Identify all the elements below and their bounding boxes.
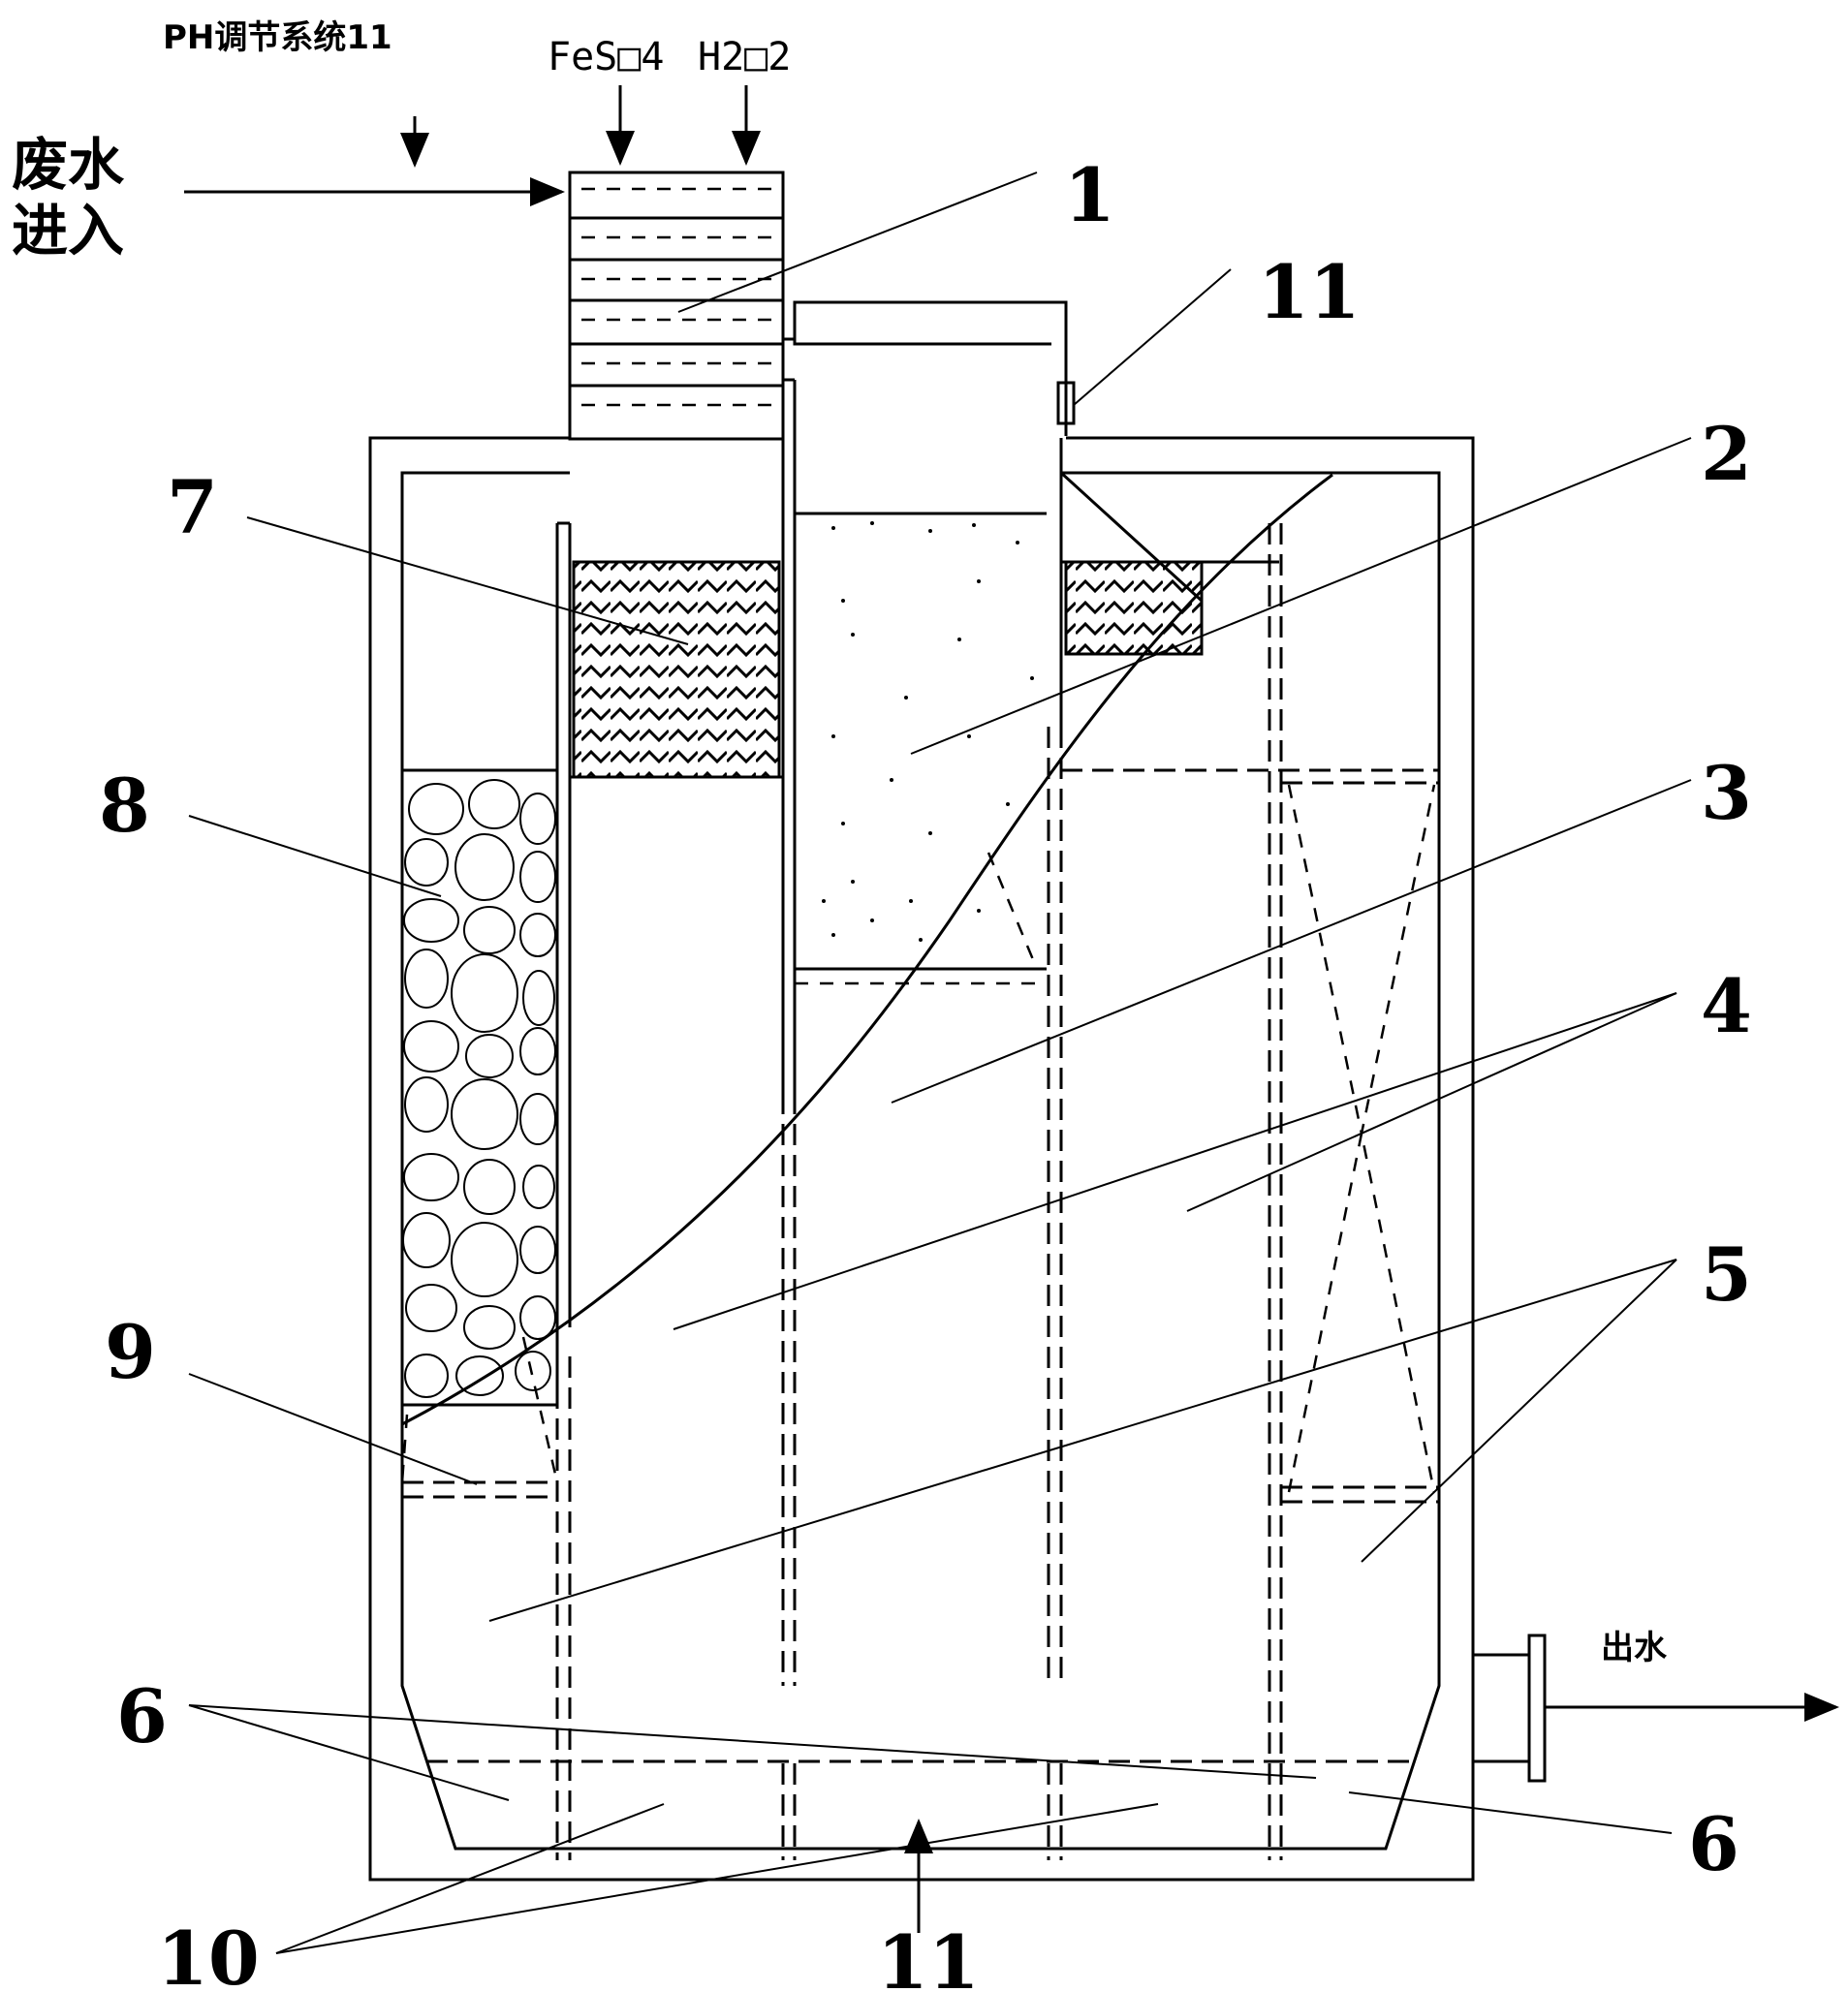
leader-1 [677, 171, 1038, 313]
right-diagonal [1059, 471, 1204, 603]
leader-11-top [1073, 268, 1232, 406]
leader-9 [188, 1373, 478, 1485]
outlet-label: 出水 [1601, 1629, 1668, 1667]
callout-9: 9 [105, 1309, 156, 1395]
leader-3 [891, 779, 1692, 1104]
leader-10b [275, 1803, 1159, 1954]
leader-5b [1361, 1259, 1677, 1563]
callout-1: 1 [1064, 152, 1115, 238]
packing-zone-7-right [1064, 560, 1204, 656]
mixing-tank [568, 171, 785, 441]
dashed-tubes [555, 523, 1283, 1860]
leader-7 [246, 516, 689, 645]
callout-6-left: 6 [116, 1673, 168, 1759]
outlet-pipe [1473, 1634, 1839, 1783]
callout-2: 2 [1701, 411, 1752, 497]
leader-4a [673, 992, 1677, 1330]
ph-sensor-fitting [1056, 381, 1076, 425]
leader-6c [1348, 1791, 1673, 1834]
leader-6b [188, 1704, 1317, 1779]
callout-8: 8 [99, 763, 150, 849]
dashed-partitions [402, 768, 1439, 1763]
callout-7: 7 [167, 464, 218, 550]
leader-8 [188, 815, 442, 897]
leader-5a [488, 1259, 1677, 1622]
leader-6a [188, 1704, 510, 1801]
wastewater-inlet-label-2: 进入 [12, 198, 124, 264]
leader-4b [1186, 992, 1677, 1212]
callout-11-top: 11 [1258, 249, 1361, 335]
callout-11-bottom: 11 [877, 1919, 980, 1992]
leader-10a [275, 1803, 665, 1954]
flow-curve [401, 473, 1333, 1426]
callout-10: 10 [157, 1915, 260, 1992]
h2o2-label: H2□2 [698, 35, 791, 79]
sand-zone-2 [795, 512, 1047, 985]
wastewater-inlet-label-1: 废水 [12, 132, 125, 198]
feso4-label: FeS□4 [548, 35, 664, 79]
leader-2 [910, 437, 1692, 755]
callout-3: 3 [1701, 750, 1752, 836]
ph-system-label: PH调节系统11 [163, 18, 392, 57]
callout-6-right: 6 [1688, 1801, 1739, 1887]
callout-5: 5 [1701, 1231, 1752, 1318]
packing-zone-7-left [572, 560, 781, 779]
stone-filter-8 [400, 768, 559, 1407]
callout-4: 4 [1701, 963, 1752, 1049]
transfer-pipe [781, 300, 1068, 1114]
